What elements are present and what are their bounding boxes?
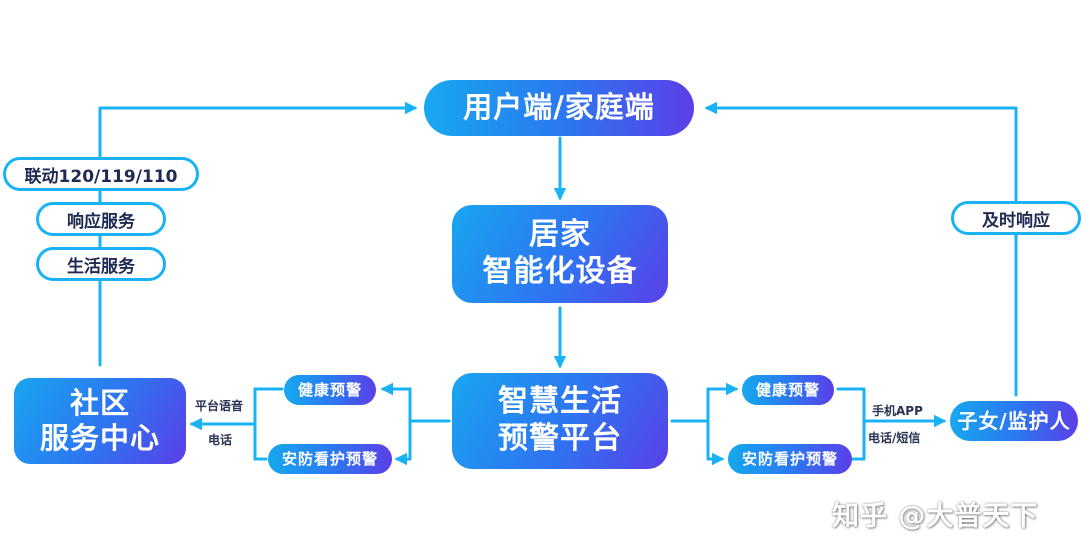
- security-alert-left-node: 安防看护预警: [268, 444, 392, 474]
- platform-line1: 智慧生活: [498, 384, 622, 420]
- community-line2: 服务中心: [39, 421, 160, 455]
- pill-response-label: 响应服务: [67, 211, 135, 232]
- guardian-node: 子女/监护人: [950, 401, 1078, 441]
- security-alert-left-label: 安防看护预警: [281, 449, 378, 468]
- user-terminal-node: 用户端/家庭端: [424, 80, 694, 136]
- platform-line2: 预警平台: [498, 421, 622, 456]
- edge-label-mobile-app: 手机APP: [872, 404, 923, 418]
- community-line1: 社区: [69, 385, 130, 420]
- pill-life-service: 生活服务: [36, 247, 166, 281]
- platform-node: 智慧生活 预警平台: [452, 373, 668, 469]
- community-center-node: 社区 服务中心: [14, 378, 186, 464]
- guardian-label: 子女/监护人: [957, 408, 1071, 433]
- watermark: 知乎 @大普天下: [832, 501, 1039, 532]
- security-alert-right-label: 安防看护预警: [741, 449, 838, 468]
- line-guardian-to-user: [704, 101, 1018, 397]
- health-alert-left-label: 健康预警: [297, 380, 362, 399]
- smart-device-line2: 智能化设备: [482, 254, 638, 289]
- smart-device-line1: 居家: [529, 217, 591, 253]
- edge-label-platform-voice: 平台语音: [195, 399, 244, 413]
- health-alert-left-node: 健康预警: [284, 375, 376, 405]
- pill-timely-response: 及时响应: [951, 201, 1081, 235]
- pill-emergency-label: 联动120/119/110: [24, 166, 178, 187]
- edge-label-phone: 电话: [208, 433, 233, 447]
- smart-device-node: 居家 智能化设备: [452, 205, 668, 303]
- line-community-to-user: [98, 101, 418, 367]
- security-alert-right-node: 安防看护预警: [728, 444, 852, 474]
- pill-timely-label: 及时响应: [982, 210, 1050, 231]
- health-alert-right-node: 健康预警: [742, 375, 834, 405]
- edge-label-phone-sms: 电话/短信: [868, 431, 921, 445]
- pill-emergency-link: 联动120/119/110: [3, 157, 199, 191]
- user-terminal-label: 用户端/家庭端: [463, 90, 655, 125]
- health-alert-right-label: 健康预警: [755, 380, 820, 399]
- pill-life-label: 生活服务: [67, 256, 135, 277]
- pill-response-service: 响应服务: [36, 202, 166, 236]
